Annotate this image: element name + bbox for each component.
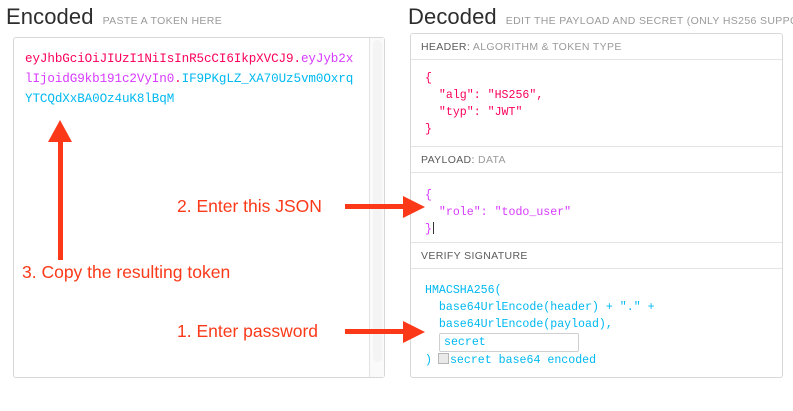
decoded-subheading: EDIT THE PAYLOAD AND SECRET (ONLY HS256 … [505, 15, 793, 27]
encoded-token-text[interactable]: eyJhbGciOiJIUzI1NiIsInR5cCI6IkpXVCJ9.eyJ… [25, 49, 358, 109]
signature-line-2: base64UrlEncode(header) + "." + [425, 301, 655, 314]
payload-section-label-key: PAYLOAD: [421, 154, 475, 166]
annotation-step-2-text: 2. Enter this JSON [177, 196, 322, 216]
encoded-column-title: Encoded PASTE A TOKEN HERE [6, 4, 222, 30]
header-section-label-key: HEADER: [421, 41, 471, 53]
base64-encoded-label: secret base64 encoded [449, 354, 597, 367]
decoded-panel: HEADER: ALGORITHM & TOKEN TYPE { "alg": … [410, 33, 783, 378]
payload-section-label: PAYLOAD: DATA [411, 147, 782, 173]
signature-section-label: VERIFY SIGNATURE [411, 243, 782, 269]
header-json-editor[interactable]: { "alg": "HS256", "typ": "JWT" } [411, 60, 782, 147]
signature-line-3: base64UrlEncode(payload), [425, 318, 613, 331]
payload-line-1: { [425, 189, 432, 202]
payload-json-editor[interactable]: { "role": "todo_user" } [411, 173, 782, 243]
signature-close-paren: ) [425, 354, 432, 367]
token-payload-segment: eyJyb2xlIjoidG9kb191c2VyIn0 [25, 52, 354, 86]
signature-verify-block: HMACSHA256( base64UrlEncode(header) + ".… [411, 269, 782, 377]
annotation-step-1-text: 1. Enter password [177, 321, 319, 341]
signature-line-1: HMACSHA256( [425, 284, 502, 297]
token-signature-segment: IF9PKgLZ_XA70Uz5vm0OxrqYTCQdXxBA0Oz4uK8l… [25, 72, 354, 106]
payload-section-label-value: DATA [478, 154, 506, 166]
annotation-step-1-arrow-icon [345, 321, 425, 343]
header-section-label: HEADER: ALGORITHM & TOKEN TYPE [411, 34, 782, 60]
payload-line-2: "role": "todo_user" [425, 206, 572, 219]
token-separator-2: . [174, 72, 182, 86]
base64-encoded-checkbox[interactable] [437, 353, 449, 364]
annotation-step-2-arrow-icon [345, 196, 425, 218]
decoded-column-title: Decoded EDIT THE PAYLOAD AND SECRET (ONL… [408, 4, 793, 30]
secret-input[interactable] [439, 333, 579, 352]
signature-section-label-key: VERIFY SIGNATURE [421, 250, 528, 262]
token-header-segment: eyJhbGciOiJIUzI1NiIsInR5cCI6IkpXVCJ9 [25, 52, 294, 66]
annotation-step-3-text: 3. Copy the resulting token [22, 262, 231, 282]
header-section-label-value: ALGORITHM & TOKEN TYPE [472, 41, 622, 53]
text-caret [432, 222, 434, 234]
annotation-step-3-arrow-icon [48, 120, 72, 260]
token-separator-1: . [293, 52, 301, 66]
scrollbar-thumb[interactable] [373, 40, 382, 362]
encoded-subheading: PASTE A TOKEN HERE [102, 15, 223, 27]
payload-line-3: } [425, 223, 432, 236]
encoded-heading: Encoded [6, 4, 94, 29]
decoded-heading: Decoded [408, 4, 497, 29]
